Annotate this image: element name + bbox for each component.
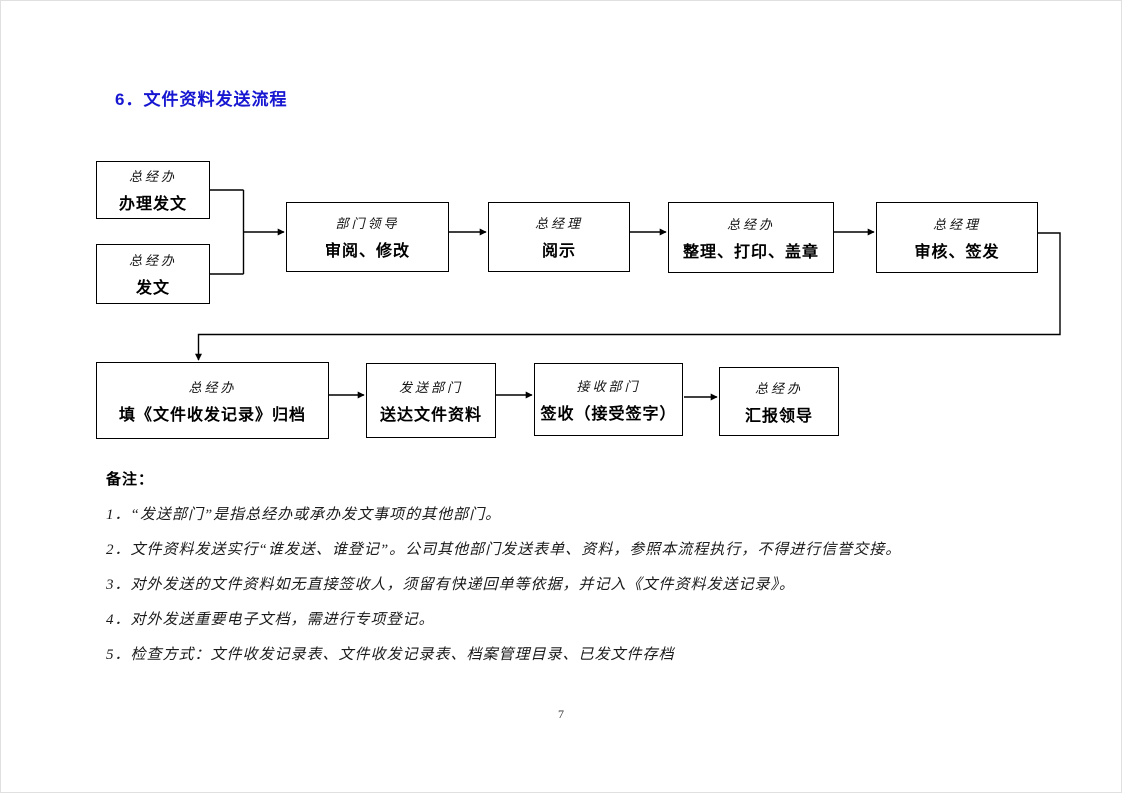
flow-box-action: 整理、打印、盖章 — [682, 243, 819, 261]
note-item: 3．对外发送的文件资料如无直接签收人，须留有快递回单等依据，并记入《文件资料发送… — [106, 577, 796, 593]
merge-lines — [210, 189, 245, 275]
flow-box-role: 总经办 — [726, 216, 775, 232]
flow-box-action: 阅示 — [541, 243, 576, 260]
flow-box-role: 总经办 — [188, 379, 237, 395]
flow-box-check-issue: 总经理 审核、签发 — [876, 202, 1038, 273]
flow-box-role: 总经办 — [754, 380, 803, 396]
flow-box-handle-dispatch: 总经办 办理发文 — [96, 161, 210, 219]
flow-box-review-modify: 部门领导 审阅、修改 — [286, 202, 449, 272]
flow-box-action: 送达文件资料 — [379, 406, 482, 424]
note-item: 1．“发送部门”是指总经办或承办发文事项的其他部门。 — [106, 507, 502, 523]
notes-section: 备注： 1．“发送部门”是指总经办或承办发文事项的其他部门。 2．文件资料发送实… — [106, 468, 966, 680]
flow-box-fill-record-archive: 总经办 填《文件收发记录》归档 — [96, 362, 329, 439]
notes-heading: 备注： — [106, 471, 155, 488]
flow-box-role: 发送部门 — [398, 379, 463, 395]
flow-box-sign-receipt: 接收部门 签收（接受签字） — [534, 363, 683, 436]
flow-box-action: 汇报领导 — [744, 407, 813, 425]
flow-box-role: 部门领导 — [335, 216, 400, 231]
flow-box-action: 审阅、修改 — [324, 243, 410, 260]
note-item: 5．检查方式：文件收发记录表、文件收发记录表、档案管理目录、已发文件存档 — [106, 647, 675, 663]
flow-box-role: 总经理 — [932, 216, 981, 232]
flow-box-role: 总经办 — [128, 253, 177, 268]
flow-box-read-instruct: 总经理 阅示 — [488, 202, 630, 272]
flow-box-action: 审核、签发 — [914, 243, 1000, 261]
flow-box-action: 发文 — [135, 280, 170, 297]
flow-box-role: 接收部门 — [576, 378, 641, 394]
page-number: 7 — [558, 707, 564, 721]
note-item: 4．对外发送重要电子文档，需进行专项登记。 — [106, 612, 435, 628]
flow-box-role: 总经办 — [128, 169, 177, 184]
flow-box-action: 签收（接受签字） — [540, 405, 677, 423]
note-item: 2．文件资料发送实行“谁发送、谁登记”。公司其他部门发送表单、资料，参照本流程执… — [106, 542, 902, 558]
notes-list: 1．“发送部门”是指总经办或承办发文事项的其他部门。 2．文件资料发送实行“谁发… — [106, 505, 966, 665]
page-title: 6．文件资料发送流程 — [115, 90, 288, 109]
flow-box-action: 填《文件收发记录》归档 — [118, 406, 306, 424]
flow-box-dispatch: 总经办 发文 — [96, 244, 210, 304]
flow-box-action: 办理发文 — [118, 196, 187, 213]
flow-box-arrange-print-stamp: 总经办 整理、打印、盖章 — [668, 202, 834, 273]
flow-box-report-leaders: 总经办 汇报领导 — [719, 367, 839, 436]
flow-box-role: 总经理 — [534, 216, 583, 231]
flow-box-deliver-documents: 发送部门 送达文件资料 — [366, 363, 496, 438]
